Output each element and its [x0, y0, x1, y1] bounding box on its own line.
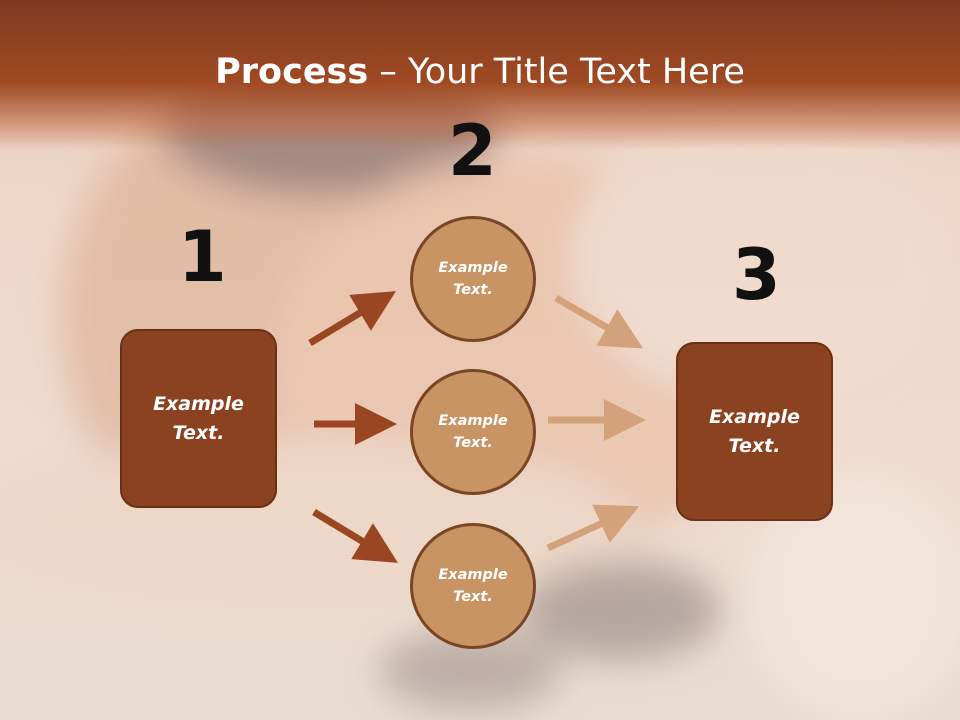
step-2-circle-middle: Example Text.: [410, 369, 536, 495]
step-3-box: Example Text.: [676, 342, 833, 521]
arrow-1-to-bottom: [312, 509, 398, 563]
circle-middle-text: Example Text.: [438, 412, 508, 451]
step-1-box: Example Text.: [120, 329, 277, 508]
circle-bottom-text: Example Text.: [438, 566, 508, 605]
title-rest: – Your Title Text Here: [368, 52, 745, 92]
circle-top-text: Example Text.: [438, 259, 508, 298]
step-3-text: Example Text.: [709, 406, 800, 457]
step-number-1: 1: [178, 216, 227, 298]
step-2-circle-top: Example Text.: [410, 216, 536, 342]
step-2-circle-bottom: Example Text.: [410, 523, 536, 649]
title-bold: Process: [215, 52, 369, 92]
step-number-3: 3: [732, 234, 781, 316]
title-banner: [0, 0, 960, 150]
arrow-top-to-3: [554, 294, 644, 349]
slide-title: Process – Your Title Text Here: [0, 52, 960, 92]
step-1-text: Example Text.: [153, 393, 244, 444]
step-number-2: 2: [448, 110, 497, 192]
arrow-bottom-to-3: [546, 504, 640, 552]
arrow-1-to-top: [308, 291, 396, 346]
